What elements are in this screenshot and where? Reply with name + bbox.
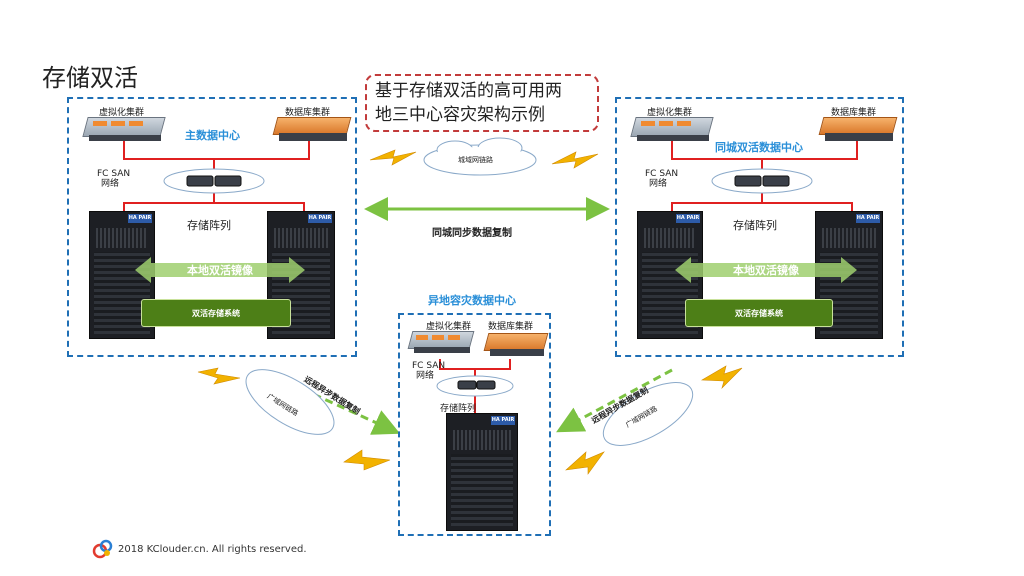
ha-pair-badge: HA PAIR	[856, 214, 880, 223]
primary-data-center: 虚拟化集群 主数据中心 数据库集群 FC SAN 网络 存储阵列 HA PAIR…	[67, 97, 357, 357]
kclouder-logo-icon	[92, 539, 113, 559]
architecture-callout: 基于存储双活的高可用两 地三中心容灾架构示例	[365, 74, 599, 132]
primary-dc-title: 主数据中心	[185, 129, 240, 142]
active-active-system: 双活存储系统	[685, 299, 833, 327]
server-cluster-icon	[630, 117, 714, 143]
metro-dc-title: 同城双活数据中心	[715, 141, 803, 154]
db-cluster-label: 数据库集群	[831, 108, 877, 118]
fc-san-text: FC SAN	[645, 169, 679, 179]
database-cluster-icon	[818, 117, 898, 143]
fc-san-text: FC SAN	[97, 169, 131, 179]
metro-cloud-icon	[423, 137, 537, 176]
fc-san-text: FC SAN	[412, 361, 446, 371]
slide-title: 存储双活	[42, 64, 138, 92]
remote-data-center: 虚拟化集群 数据库集群 FC SAN 网络 存储阵列 HA PAIR	[398, 313, 551, 536]
network-text: 网络	[101, 179, 120, 189]
virtual-cluster-label: 虚拟化集群	[426, 322, 472, 332]
storage-array-label: 存储阵列	[187, 219, 231, 232]
active-active-system: 双活存储系统	[141, 299, 291, 327]
local-mirror-arrow: 本地双活镜像	[675, 257, 857, 283]
san-switch-icon	[457, 380, 496, 390]
server-cluster-icon	[407, 331, 475, 357]
san-switch-icon	[186, 175, 242, 187]
metro-data-center: 虚拟化集群 同城双活数据中心 数据库集群 FC SAN 网络 存储阵列 HA P…	[615, 97, 904, 357]
local-mirror-label: 本地双活镜像	[187, 264, 253, 277]
network-text: 网络	[416, 371, 435, 381]
database-cluster-icon	[483, 333, 549, 359]
local-mirror-label: 本地双活镜像	[733, 264, 799, 277]
sync-replication-label: 同城同步数据复制	[432, 228, 512, 239]
metro-link-label: 城域网链路	[458, 156, 493, 164]
copyright-text: 2018 KClouder.cn. All rights reserved.	[118, 544, 307, 555]
san-cloud-icon	[711, 168, 813, 194]
metro-links	[671, 141, 858, 211]
fc-san-label: FC SAN 网络	[645, 169, 678, 189]
db-cluster-label: 数据库集群	[488, 322, 534, 332]
virtual-cluster-label: 虚拟化集群	[647, 108, 693, 118]
storage-array-label: 存储阵列	[440, 404, 477, 414]
remote-dc-title: 异地容灾数据中心	[428, 294, 516, 307]
ha-pair-badge: HA PAIR	[491, 416, 515, 425]
ha-pair-badge: HA PAIR	[128, 214, 152, 223]
local-mirror-arrow: 本地双活镜像	[135, 257, 305, 283]
primary-links	[123, 141, 310, 211]
callout-line-1: 基于存储双活的高可用两	[375, 81, 562, 101]
lightning-icon	[197, 149, 743, 475]
callout-line-2: 地三中心容灾架构示例	[375, 105, 545, 125]
wan-cloud-right-icon	[602, 382, 694, 446]
storage-rack-icon: HA PAIR	[446, 413, 518, 531]
database-cluster-icon	[272, 117, 352, 143]
network-text: 网络	[649, 179, 668, 189]
db-cluster-label: 数据库集群	[285, 108, 331, 118]
remote-links	[436, 359, 514, 415]
ha-pair-badge: HA PAIR	[308, 214, 332, 223]
wan-cloud-left-icon	[245, 369, 335, 435]
ha-pair-badge: HA PAIR	[676, 214, 700, 223]
fc-san-label: FC SAN 网络	[412, 361, 445, 381]
virtual-cluster-label: 虚拟化集群	[99, 108, 145, 118]
san-switch-icon	[734, 175, 790, 187]
server-cluster-icon	[82, 117, 166, 143]
storage-array-label: 存储阵列	[733, 219, 777, 232]
fc-san-label: FC SAN 网络	[97, 169, 130, 189]
async-replication-arrow-right	[556, 368, 673, 433]
san-cloud-icon	[163, 168, 265, 194]
